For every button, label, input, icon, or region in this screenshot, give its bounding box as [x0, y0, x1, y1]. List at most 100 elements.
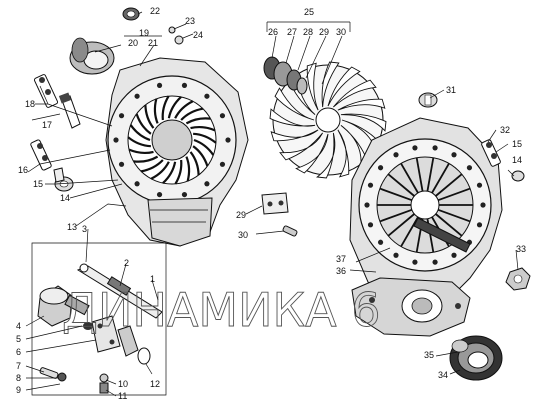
bolt-hole	[393, 152, 399, 158]
bolt-hole	[134, 181, 140, 187]
bolt-hole	[432, 259, 438, 265]
callout-14-right: 14	[512, 155, 522, 165]
callout-37: 37	[336, 254, 346, 264]
watermark-text: ДИНАМИКА 6	[62, 283, 381, 337]
bolt-hole	[480, 202, 486, 208]
callout-32: 32	[500, 125, 510, 135]
left-impeller-vanes	[127, 95, 217, 185]
bolt-hole	[181, 191, 188, 198]
vane	[140, 159, 164, 173]
center-impeller	[263, 56, 387, 179]
spoke	[400, 216, 419, 248]
vane	[174, 100, 194, 119]
callout-14: 14	[60, 193, 70, 203]
bolt-hole	[451, 152, 457, 158]
bolt-hole	[364, 202, 370, 208]
vane	[333, 79, 377, 108]
callout-1: 1	[150, 274, 155, 284]
bolt-hole	[204, 181, 210, 187]
callout-33: 33	[516, 244, 526, 254]
callout-36: 36	[336, 266, 346, 276]
callout-22: 22	[150, 6, 160, 16]
bearing-part	[449, 335, 503, 381]
bolt-hole	[219, 161, 226, 167]
callout-29-lower: 29	[236, 210, 246, 220]
vane	[316, 132, 336, 179]
callout-21: 21	[148, 38, 158, 48]
bracket-parts	[261, 192, 298, 237]
callout-5: 5	[16, 334, 21, 344]
vane	[340, 113, 387, 132]
callout-20: 20	[128, 38, 138, 48]
vane	[144, 104, 155, 129]
bolt-set-right	[481, 139, 525, 182]
bolt-hole	[156, 82, 163, 89]
left-flange-bolts	[113, 82, 231, 198]
bolt-hole	[377, 239, 384, 245]
callout-13: 13	[67, 222, 77, 232]
leader-lines	[25, 11, 519, 397]
callout-34: 34	[438, 370, 448, 380]
bolt-hole	[393, 252, 399, 258]
spoke	[400, 162, 419, 194]
vane	[133, 155, 159, 163]
callout-35: 35	[424, 350, 434, 360]
bolt-hole	[181, 82, 188, 89]
bolt-hole	[118, 113, 125, 119]
callout-6: 6	[16, 347, 21, 357]
callout-2: 2	[124, 258, 129, 268]
bolt-hole	[377, 165, 384, 171]
callout-16: 16	[18, 165, 28, 175]
bolt-hole	[134, 93, 140, 99]
callout-11: 11	[118, 391, 127, 401]
bolt-hole	[451, 252, 457, 258]
bolt-hole	[219, 113, 226, 119]
right-housing	[349, 117, 503, 337]
callout-31: 31	[446, 85, 456, 95]
left-housing	[105, 57, 249, 247]
vane	[192, 145, 209, 167]
callout-9: 9	[16, 385, 21, 395]
bolt-hole	[204, 93, 210, 99]
bolt-set-upper-left	[33, 74, 81, 129]
bolt-hole	[156, 191, 163, 198]
bolt-hole	[367, 182, 374, 188]
callout-26: 26	[268, 27, 278, 37]
plug-part	[418, 92, 438, 108]
callout-3: 3	[82, 224, 87, 234]
bolt-hole	[412, 259, 418, 265]
callout-8: 8	[16, 373, 21, 383]
spoke	[437, 208, 471, 223]
spoke	[435, 173, 463, 197]
vane	[337, 129, 350, 178]
vane	[337, 98, 386, 111]
vane	[162, 161, 177, 184]
vane	[193, 132, 217, 144]
right-flange-bolts	[364, 145, 486, 265]
spoke	[379, 187, 413, 202]
lower-left-assembly	[31, 242, 167, 396]
spoke	[387, 173, 415, 197]
small-nut-parts	[168, 26, 184, 45]
callout-15-right: 15	[512, 139, 522, 149]
seal-ring-part	[69, 37, 115, 75]
spoke	[431, 162, 450, 194]
vane	[127, 136, 151, 148]
callout-7: 7	[16, 361, 21, 371]
vane	[279, 132, 324, 161]
spoke	[435, 213, 463, 237]
vane	[185, 117, 211, 125]
vane	[153, 98, 159, 124]
callout-28: 28	[303, 27, 313, 37]
vane	[180, 107, 204, 121]
bolt-hole	[476, 222, 483, 228]
bolt-hole	[466, 165, 473, 171]
vane	[161, 95, 170, 121]
callout-30: 30	[336, 27, 346, 37]
callout-10: 10	[118, 379, 128, 389]
callout-30-lower: 30	[238, 230, 248, 240]
bolt-hole	[367, 222, 374, 228]
callout-12: 12	[150, 379, 160, 389]
vane	[295, 133, 329, 174]
